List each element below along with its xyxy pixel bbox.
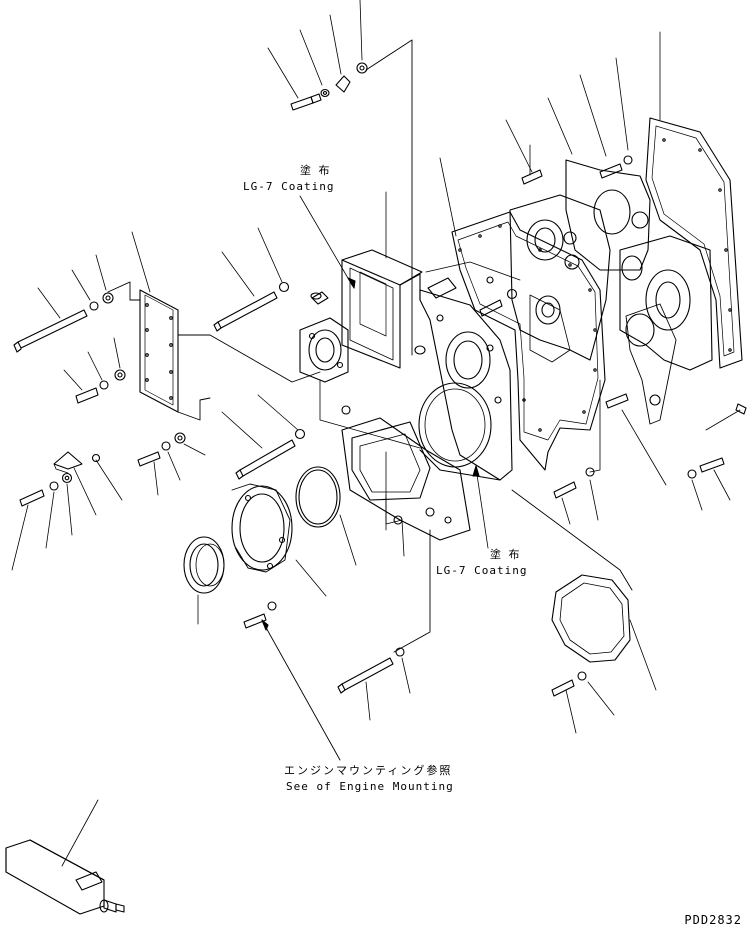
coating-label-mid-en: LG-7 Coating: [436, 564, 528, 577]
top-bolt-group: [267, 0, 413, 356]
oil-seal: [183, 536, 225, 625]
rear-cover-plate: [511, 489, 657, 734]
drawing-code: PDD2832: [684, 913, 742, 927]
bracket-lower-left: [11, 451, 123, 571]
mount-bolt: [243, 601, 341, 761]
water-flange: [299, 291, 349, 383]
left-bolt-group: [13, 254, 141, 404]
right-lower-bolts: [553, 379, 731, 525]
coating-label-top-en: LG-7 Coating: [243, 180, 335, 193]
gear-housing-gasket: [439, 157, 606, 471]
coating-label-top-jp: 塗 布: [300, 164, 332, 177]
assembly-lines: [319, 261, 521, 531]
o-ring: [295, 466, 357, 566]
engine-mount-label-en: See of Engine Mounting: [286, 780, 454, 793]
right-gasket: [645, 31, 747, 431]
front-cover: [341, 191, 513, 481]
seal-housing: [231, 483, 327, 597]
mid-bolt-group: [137, 227, 306, 496]
right-cover: [579, 57, 713, 486]
lower-case-plate: [341, 405, 471, 557]
left-gasket-plate: [131, 231, 321, 421]
coating-label-mid-jp: 塗 布: [490, 548, 522, 561]
engine-mount-label-jp: エンジンマウンティング参照: [284, 764, 453, 777]
coating-leaders: [299, 195, 489, 549]
installation-tool: [5, 799, 125, 915]
long-bolt: [337, 529, 431, 721]
gear-case: [479, 97, 651, 363]
